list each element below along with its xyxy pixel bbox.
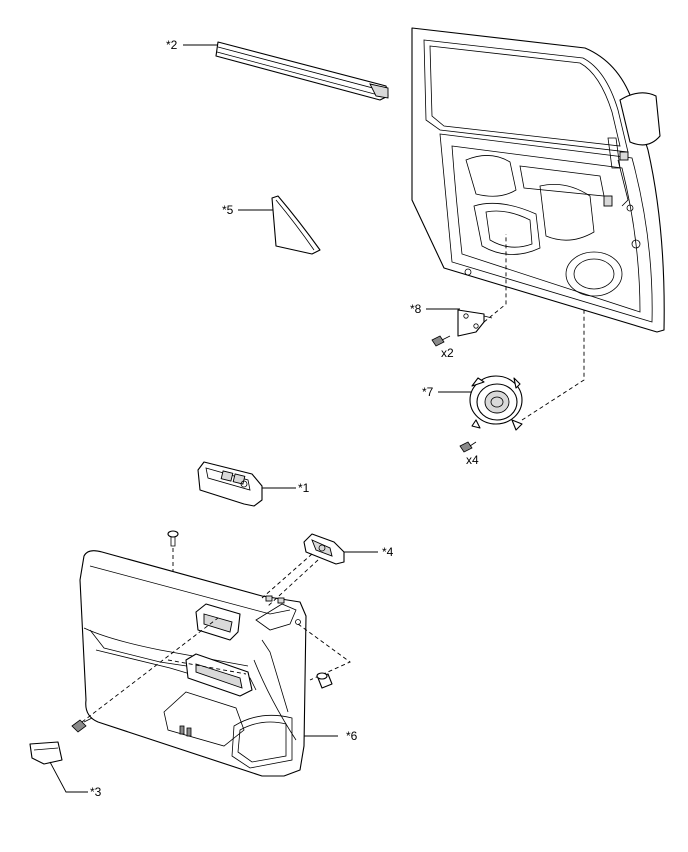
callout-8: *8 [410,302,422,316]
speaker-screw [459,441,477,453]
callout-4: *4 [382,545,394,559]
qty-bracket-bolts: x2 [441,346,454,360]
front-door-trim-board [79,550,307,777]
door-belt-moulding [215,41,389,101]
front-door-trim-cover [271,195,321,255]
bracket-bolt [431,335,451,347]
callout-3: *3 [90,785,102,799]
callout-6: *6 [346,729,358,743]
handle-guide-line [261,553,313,599]
door-trim-screw-bottom [71,717,93,733]
callout-1: *1 [298,481,310,495]
handle-guide-line-2 [267,559,319,607]
qty-speaker-screws: x4 [466,453,479,467]
front-door-inner-panel [411,27,665,333]
door-inside-handle [303,533,345,565]
door-trim-side-cover [29,741,63,765]
callout-2: *2 [166,38,178,52]
speaker-guide-line [521,310,585,421]
callout-5: *5 [222,203,234,217]
switch-guide-line [167,659,247,675]
power-window-switch [197,461,263,507]
bracket-guide-line [483,234,507,323]
front-door-speaker [469,375,523,431]
leader-line-3 [49,761,88,793]
speaker-bracket [457,309,493,337]
callout-7: *7 [422,385,434,399]
door-trim-screw-top [167,530,179,547]
lower-screw-guide-line [81,617,219,723]
trim-clip [316,672,333,689]
